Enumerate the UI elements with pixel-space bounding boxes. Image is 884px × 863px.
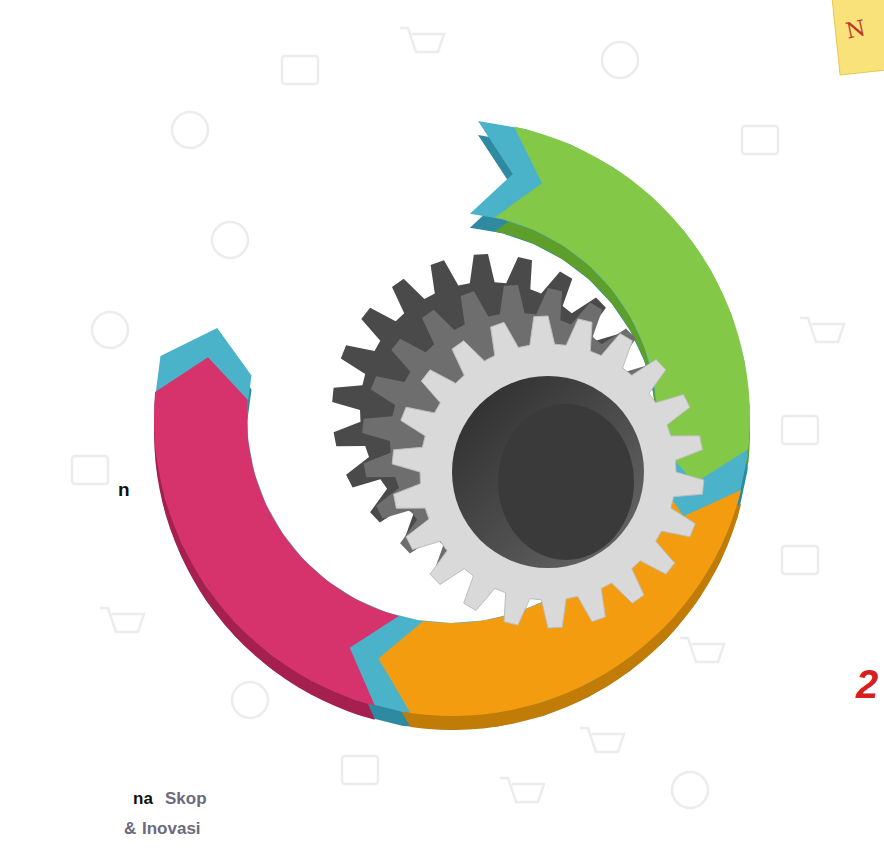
background-icon xyxy=(342,756,378,784)
background-icon xyxy=(782,416,818,444)
side-label: n xyxy=(118,480,130,501)
sticky-note xyxy=(832,0,884,75)
side-label: & xyxy=(124,820,136,839)
background-icon xyxy=(782,546,818,574)
background-icon xyxy=(400,28,444,52)
background-icon xyxy=(580,728,624,752)
background-icon xyxy=(232,682,268,718)
background-icon xyxy=(92,312,128,348)
background-icon xyxy=(72,456,108,484)
background-icon xyxy=(672,772,708,808)
background-icon xyxy=(800,318,844,342)
background-icon xyxy=(742,126,778,154)
background-icon xyxy=(680,638,724,662)
background-icons xyxy=(72,28,844,808)
background-icon xyxy=(500,778,544,802)
side-label: Inovasi xyxy=(142,820,201,839)
background-icon xyxy=(282,56,318,84)
background-icon xyxy=(602,42,638,78)
background-icon xyxy=(212,222,248,258)
gear xyxy=(332,254,704,628)
cycle-arrows xyxy=(154,121,750,730)
side-label: Skop xyxy=(165,790,207,809)
side-label: na xyxy=(133,790,153,809)
background-icon xyxy=(100,608,144,632)
background-icon xyxy=(172,112,208,148)
logo-digit: 2 xyxy=(856,662,878,706)
